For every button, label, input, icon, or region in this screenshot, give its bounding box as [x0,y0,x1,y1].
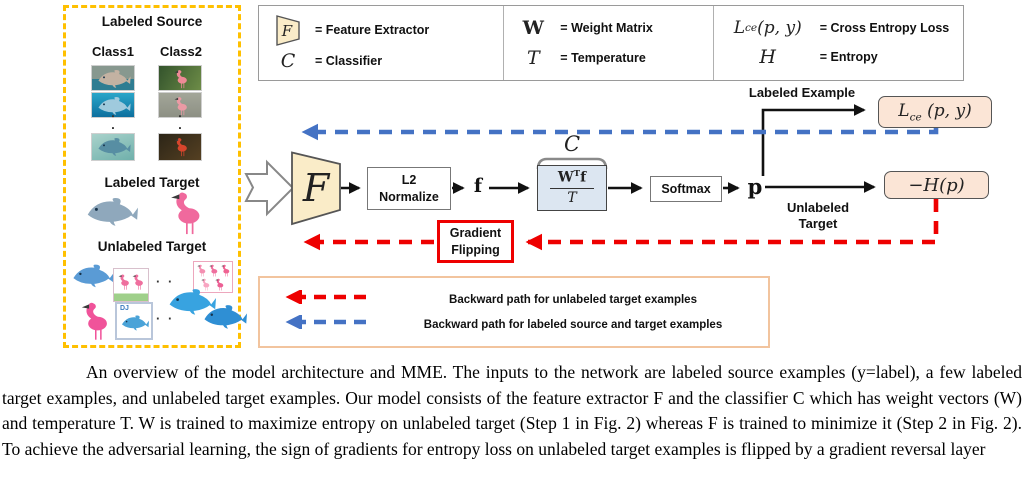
lce-sub: ce [909,111,922,124]
softmax-block: Softmax [650,176,722,202]
frac-f: f [580,170,587,187]
legend-h-meaning: = Entropy [819,50,878,64]
classifier-label: C [563,132,581,156]
legend-lce-L: L [733,18,745,38]
frac-transpose: T [573,169,581,180]
unlabeled-flamingo-sticker [113,268,149,302]
frac-temperature: T [567,189,577,206]
legend-c-meaning: = Classifier [315,54,383,68]
source-photo-dolphin-2 [91,92,135,118]
blue-legend-label: Backward path for labeled source and tar… [423,318,723,331]
blue-dashed-arrow-icon [260,313,378,334]
figure-caption: An overview of the model architecture an… [2,362,1022,459]
labeled-target-title: Labeled Target [104,175,200,190]
feature-extractor-letter: F [302,166,331,210]
source-photo-flamingo-2 [158,92,202,118]
input-examples-panel: Labeled Source Class1 Class2 · · · · Lab… [63,5,241,348]
legend-lce-meaning: = Cross Entropy Loss [819,21,950,35]
legend-f-symbol: F [281,22,293,40]
legend-f-meaning: = Feature Extractor [315,23,430,37]
frac-w: W [557,170,574,187]
labeled-target-dolphin-clipart [86,196,138,228]
unlabeled-flamingo-clipart [78,300,112,342]
lce-args: (p, y) [927,100,972,121]
legend-w-symbol: W [522,17,544,40]
unlabeled-line2: Target [798,216,838,232]
class2-label: Class2 [160,44,202,59]
unlabeled-dolphin-clipart-1 [72,262,114,290]
feature-extractor-icon: F [271,14,305,46]
blue-backward-arrow [301,123,939,141]
source-photo-flamingo-1 [158,65,202,91]
red-legend-label: Backward path for unlabeled target examp… [449,293,697,306]
gradient-flipping-block: Gradient Flipping [437,220,514,263]
source-photo-flamingo-3 [158,133,202,161]
ellipsis-class1: · · [105,114,121,133]
fraction-bar [550,187,594,189]
l2-normalize-block: L2 Normalize [367,167,451,210]
labeled-target-flamingo-clipart [166,190,206,236]
legend-row-blue: Backward path for labeled source and tar… [260,313,768,334]
gradient-line2: Flipping [451,242,500,257]
source-photo-dolphin-3 [91,133,135,161]
legend-column-2: W = Weight Matrix T = Temperature [503,6,712,80]
legend-t-symbol: T [526,46,540,69]
probability-vector-label: p [747,174,763,199]
labeled-source-title: Labeled Source [101,14,203,29]
feature-extractor-block [291,151,341,226]
gradient-line1: Gradient [449,226,502,241]
unlabeled-target-title: Unlabeled Target [97,239,207,254]
lce-L: L [898,100,910,121]
classifier-block: WTf T [537,165,607,211]
labeled-example-label: Labeled Example [748,85,856,100]
unlabeled-target-label: Unlabeled Target [776,200,860,233]
source-photo-dolphin-1 [91,65,135,91]
unlabeled-sticker-sheet [193,261,233,293]
ellipsis-unlabeled-2: · · [156,311,175,326]
backward-path-legend: Backward path for unlabeled target examp… [258,276,770,348]
negative-entropy-block: −H(p) [884,171,989,199]
unlabeled-line1: Unlabeled [786,200,850,215]
unlabeled-dolphin-stamp: DJ [115,302,153,340]
ellipsis-unlabeled-1: · · [156,274,175,289]
stamp-text: DJ [120,305,129,312]
legend-lce-args: (p, y) [757,18,802,38]
ellipsis-class2: · · [172,114,188,133]
input-block-arrow-icon [244,159,295,217]
legend-row-red: Backward path for unlabeled target examp… [260,288,768,309]
red-dashed-arrow-icon [260,288,378,309]
legend-c-symbol: C [280,50,296,72]
l2-line1: L2 [401,173,417,188]
l2-line2: Normalize [379,189,439,204]
cross-entropy-loss-block: Lce (p, y) [878,96,992,128]
legend-t-meaning: = Temperature [560,50,646,65]
class1-label: Class1 [92,44,134,59]
feature-vector-label: f [473,175,483,197]
legend-h-symbol: H [759,46,776,68]
notation-legend: F = Feature Extractor C = Classifier W =… [258,5,964,81]
legend-w-meaning: = Weight Matrix [560,21,653,36]
legend-column-1: F = Feature Extractor C = Classifier [259,6,503,80]
legend-lce-sub: ce [745,22,758,34]
unlabeled-dolphin-clipart-3 [203,302,247,332]
